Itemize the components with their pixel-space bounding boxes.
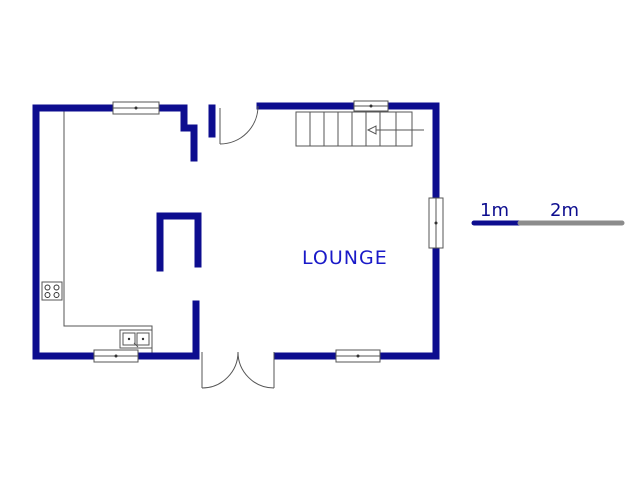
staircase <box>295 111 413 147</box>
internal-wall-pillar <box>156 212 202 272</box>
scale-label-2m: 2m <box>550 200 579 221</box>
sink-icon <box>119 329 153 349</box>
wall-west <box>32 104 116 360</box>
wall-south-left <box>134 300 200 360</box>
double-door-south <box>201 351 275 389</box>
stove-icon <box>41 281 63 301</box>
window-north-left <box>112 101 160 115</box>
stair-direction-arrow <box>366 125 424 135</box>
window-north-right <box>353 100 389 112</box>
room-label-lounge: LOUNGE <box>302 247 388 269</box>
scale-label-1m: 1m <box>480 200 509 221</box>
window-east <box>428 197 444 249</box>
kitchen-counter <box>63 110 153 354</box>
door-north <box>219 105 259 145</box>
exterior-walls <box>32 102 440 360</box>
wall-north-left <box>156 104 198 162</box>
window-south-left <box>93 349 139 363</box>
scale-bar: 1m 2m <box>471 200 625 226</box>
window-south-right <box>335 349 381 363</box>
wall-north-east <box>384 102 440 202</box>
wall-east-south <box>376 244 440 360</box>
